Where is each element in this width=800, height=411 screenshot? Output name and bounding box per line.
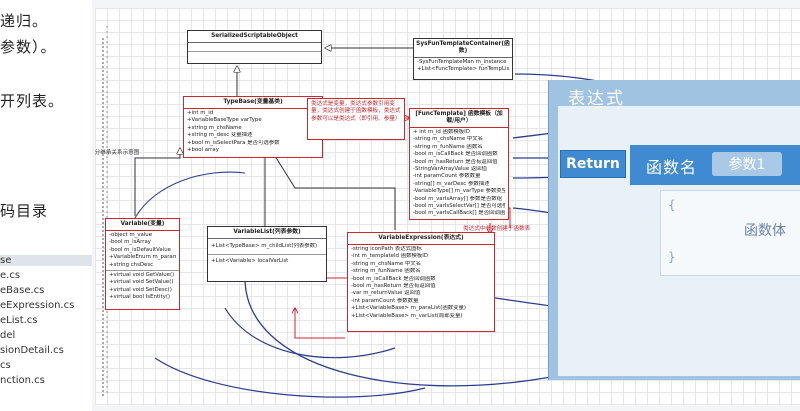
class-field: +VariableBaseType varType [187, 117, 262, 124]
class-method: +virtual void SetValue() [109, 279, 174, 286]
class-field: -bool m_varIsCallBack[] 是否回调函数 [413, 210, 505, 217]
class-field: -bool m_varIsSelectVar[] 是否可选参数 [413, 203, 505, 210]
class-section [188, 52, 321, 60]
class-section [188, 43, 321, 52]
open-brace: { [668, 198, 676, 212]
uml-class-variablelist[interactable]: VariableList(列表参数) +List<TypeBase> m_chi… [207, 226, 327, 282]
class-field: -var m_returnValue 返回值 [351, 290, 421, 297]
uml-class-functemplate[interactable]: [FuncTemplate] 函数模板（加载/用户） + int m_id 函数… [409, 108, 509, 220]
class-field: -string m_funName 函数名 [413, 143, 483, 150]
file-item[interactable]: nction.cs [0, 375, 45, 386]
class-field: +List<FuncTemplate> funTempList [417, 66, 509, 73]
file-item[interactable]: sionDetail.cs [0, 345, 64, 356]
class-field: +List<VariableBase> m_paraList(函数变量) [351, 305, 467, 312]
class-field: -string m_funName 函数名 [351, 268, 421, 275]
class-field: -string m_chsName 中文名 [351, 260, 422, 267]
left-note-label: 部分继承关系示意图 [95, 150, 140, 156]
class-field: + int m_id 函数模板ID [413, 129, 470, 135]
left-text-panel: 递归。 参数）。 开列表。 码目录 se e.cs eBase.cs eExpr… [0, 0, 92, 411]
file-item[interactable]: eBase.cs [0, 285, 45, 296]
class-field: -int m_templateId 函数模板ID [351, 253, 428, 260]
uml-class-typebase[interactable]: TypeBase(变量基类) +int m_id +VariableBaseTy… [183, 96, 323, 158]
class-field: -StringVarArrayValue 返回值 [413, 166, 488, 173]
class-field: +bool array [187, 147, 219, 154]
function-body-label: 函数体 [744, 223, 786, 239]
class-title: SerializedScriptableObject [188, 31, 321, 43]
file-item[interactable]: eExpression.cs [0, 300, 75, 311]
class-field: -bool m_hasReturn 是否有返回值 [413, 158, 498, 165]
class-field: -bool m_isCallBack 是否回调函数 [413, 151, 498, 158]
class-title: [FuncTemplate] 函数模板（加载/用户） [410, 109, 508, 128]
red-annotation-label: 类达式中参数创建于函数表 [463, 226, 531, 232]
file-item[interactable]: del [0, 330, 16, 341]
class-field: +string chsDesc [109, 261, 154, 268]
class-field: +string m_chsName [187, 124, 242, 131]
class-field: -bool m_isArray [109, 239, 151, 246]
class-field: +List<Variable> localVarList [211, 258, 289, 265]
uml-class-variable[interactable]: Variable(变量) -object m_value -bool m_isA… [105, 218, 180, 310]
class-field: -int paramCount 参数数量 [413, 173, 481, 180]
class-field: -bool m_varIsArray[] 参数是否数组 [413, 195, 503, 202]
class-field: +bool m_isSelectPara 是否可选参数 [187, 139, 280, 146]
class-field: +VariableEnum m_paramType [109, 254, 176, 261]
class-field: +string m_desc 变量描述 [187, 132, 253, 139]
class-title: VariableList(列表参数) [208, 227, 326, 239]
expression-title: 表达式 [568, 89, 625, 109]
file-item[interactable]: cs [0, 360, 11, 371]
left-text-line: 开列表。 [0, 92, 65, 110]
file-item[interactable]: e.cs [0, 270, 21, 281]
class-title: SysFunTemplateContainer(函数) [414, 39, 512, 58]
class-title: Variable(变量) [106, 219, 179, 231]
class-field: -int paramCount 参数数量 [351, 297, 419, 304]
red-annotation-note: 类达式是变量，类达式参数引用变量，类达式创建于函数模板，类达式参数可以是类达式（… [307, 98, 405, 140]
class-field: -bool m_isDefaultValue [109, 246, 171, 253]
class-method: +virtual bool IsEntity() [109, 294, 171, 301]
class-field: +List<TypeBase> m_childList(列表参数) [211, 243, 318, 249]
uml-class-variableexpression[interactable]: VariableExpression(表达式) -string iconPath… [347, 232, 495, 332]
function-body-block[interactable] [660, 190, 800, 276]
class-field: -SysFunTemplateMan m_instance [417, 59, 507, 65]
parameter-block[interactable]: 参数1 [712, 152, 782, 176]
file-item-selected[interactable]: se [0, 255, 92, 266]
uml-class-serialized-scriptable-object[interactable]: SerializedScriptableObject [187, 30, 322, 64]
class-field: -bool m_isCallBack 是否回调函数 [351, 275, 436, 282]
class-field: -bool m_hasReturn 是否有返回值 [351, 283, 436, 290]
class-field: -VariableType[] m_varType 参数类型 [413, 188, 505, 195]
class-method: +virtual void SetDesc() [109, 286, 172, 293]
class-field: +int m_id [187, 110, 214, 116]
uml-class-sysfun-template-container[interactable]: SysFunTemplateContainer(函数) -SysFunTempl… [413, 38, 513, 80]
left-text-line: 码目录 [0, 202, 49, 220]
class-method: +virtual void GetValue() [109, 272, 175, 279]
class-field: -string iconPath 表达式图标 [351, 246, 422, 252]
class-field: +List<VariableBase> m_varList(局部变量) [351, 312, 463, 319]
class-title: VariableExpression(表达式) [348, 233, 494, 245]
file-item[interactable]: eList.cs [0, 315, 38, 326]
class-field: -string[] m_varDesc 参数描述 [413, 180, 490, 187]
return-block[interactable]: Return [560, 150, 626, 178]
class-field: -string m_chsName 中文名 [413, 136, 484, 143]
left-text-line: 递归。 [0, 12, 49, 30]
close-brace: } [668, 250, 676, 264]
function-name-label: 函数名 [646, 158, 698, 177]
left-text-line: 参数）。 [0, 38, 57, 56]
class-title: TypeBase(变量基类) [184, 97, 322, 109]
class-field: -object m_value [109, 232, 153, 238]
